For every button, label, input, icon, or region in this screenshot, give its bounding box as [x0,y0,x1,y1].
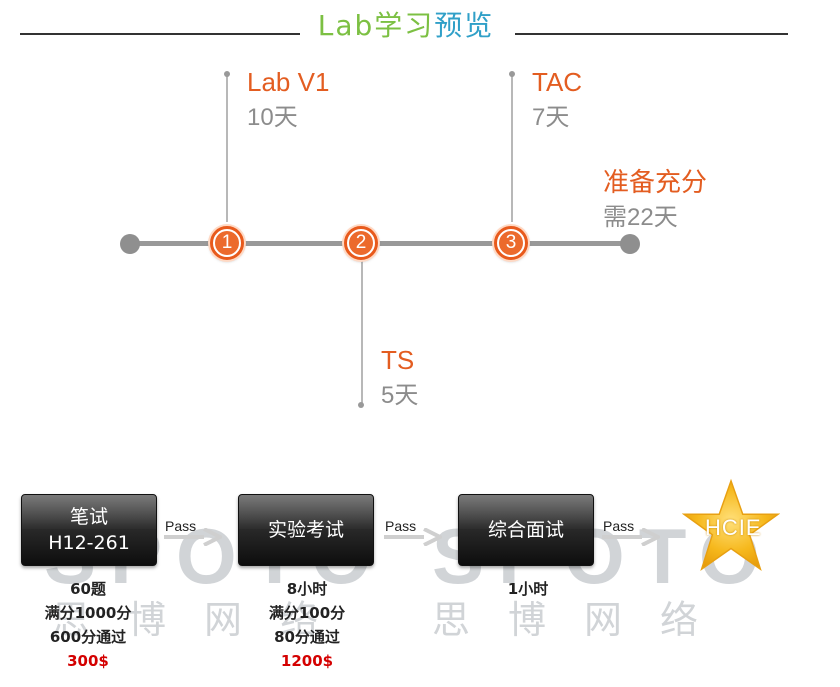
title-part-2: 预览 [434,9,495,42]
branch-end-dot-stage-3 [509,71,515,77]
exam-box-shine [22,495,156,529]
stage-2-duration: 5天 [381,382,419,409]
summary-duration: 需22天 [603,204,678,231]
exam-written-code: H12-261 [48,532,130,554]
exam-box-written: 笔试 H12-261 [21,494,157,566]
timeline-end-dot [620,234,640,254]
detail-line: 80分通过 [274,628,340,646]
detail-line: 1小时 [507,580,549,598]
exam-lab-title: 实验考试 [267,519,344,541]
exam-box-shine [239,495,373,529]
stage-2-name: TS [381,345,415,375]
step-marker-3: 3 [494,226,528,260]
step-number-1: 1 [215,231,239,255]
goal-label: HCIE [705,515,762,540]
branch-line-stage-1 [226,74,228,222]
exam-lab-price: 1200$ [280,652,334,670]
header-rule-right [515,33,788,35]
watermark-cjk-left: 思博网络 [52,598,357,642]
exam-interview-title: 综合面试 [487,519,564,541]
stage-1-duration: 10天 [247,104,298,131]
exam-box-lab: 实验考试 [238,494,374,566]
exam-written-details: 60题 满分1000分 600分通过 300$ [18,577,158,673]
detail-line: 满分1000分 [44,604,132,622]
pass-arrow-3-icon [602,528,660,546]
page-title: Lab学习预览 [300,6,512,46]
goal-star-icon [682,478,780,571]
step-marker-2: 2 [344,226,378,260]
branch-line-stage-3 [511,74,513,222]
stage-1-name: Lab V1 [247,67,330,97]
exam-box-shine [459,495,593,529]
summary-name: 准备充分 [603,167,708,197]
exam-interview-details: 1小时 [458,577,598,601]
exam-written-price: 300$ [67,652,109,670]
pass-label-1: Pass [165,518,197,534]
timeline-axis [130,241,630,246]
branch-end-dot-stage-2 [358,402,364,408]
pass-arrow-2-icon [384,528,442,546]
detail-line: 60题 [70,580,106,598]
watermark-cjk-right: 思博网络 [432,598,737,642]
step-marker-1: 1 [210,226,244,260]
title-part-1: Lab学习 [317,9,435,42]
pass-label-2: Pass [385,518,417,534]
exam-lab-details: 8小时 满分100分 80分通过 1200$ [237,577,377,673]
stage-3-name: TAC [532,67,583,97]
detail-line: 600分通过 [49,628,127,646]
branch-end-dot-stage-1 [224,71,230,77]
stage-3-duration: 7天 [532,104,570,131]
detail-line: 8小时 [286,580,328,598]
header-rule-left [20,33,300,35]
detail-line: 满分100分 [268,604,346,622]
step-number-3: 3 [499,231,523,255]
exam-box-interview: 综合面试 [458,494,594,566]
exam-written-title: 笔试 [69,506,108,528]
step-number-2: 2 [349,231,373,255]
pass-label-3: Pass [603,518,635,534]
timeline-start-dot [120,234,140,254]
branch-line-stage-2 [361,260,363,406]
pass-arrow-1-icon [164,528,222,546]
